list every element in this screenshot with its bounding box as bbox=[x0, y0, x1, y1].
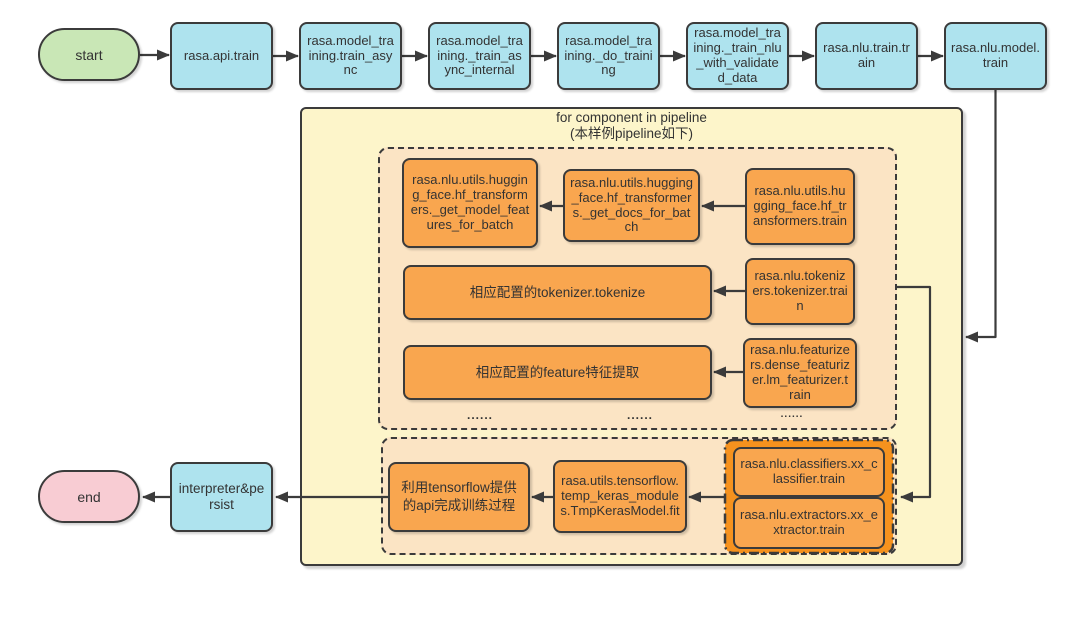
ellipsis-right: ...... bbox=[780, 409, 804, 420]
node-extractor-train: rasa.nlu.extractors.xx_extractor.train bbox=[733, 497, 885, 549]
node-featurizer-train: rasa.nlu.featurizers.dense_featurizer.lm… bbox=[743, 338, 857, 408]
node-tokenizer-action: 相应配置的tokenizer.tokenize bbox=[403, 265, 712, 320]
node-hf-get-docs: rasa.nlu.utils.hugging_face.hf_transform… bbox=[563, 169, 700, 242]
step-train-nlu-with-validated-data: rasa.model_training._train_nlu_with_vali… bbox=[686, 22, 789, 90]
step-train-async-internal: rasa.model_training._train_async_interna… bbox=[428, 22, 531, 90]
node-hf-get-model-features: rasa.nlu.utils.hugging_face.hf_transform… bbox=[402, 158, 538, 248]
step-nlu-model-train: rasa.nlu.model.train bbox=[944, 22, 1047, 90]
node-hf-train: rasa.nlu.utils.hugging_face.hf_transform… bbox=[745, 168, 855, 245]
ellipsis-middle: ...... bbox=[626, 408, 653, 422]
ellipsis-left: ...... bbox=[466, 408, 493, 422]
start-terminal: start bbox=[38, 28, 140, 81]
step-train-async: rasa.model_training.train_async bbox=[299, 22, 402, 90]
end-label: end bbox=[77, 488, 101, 505]
node-interpreter-persist: interpreter&persist bbox=[170, 462, 273, 532]
node-featurizer-action: 相应配置的feature特征提取 bbox=[403, 345, 712, 400]
node-tensorflow-api: 利用tensorflow提供的api完成训练过程 bbox=[388, 462, 530, 532]
edge-model-train-to-loop bbox=[965, 90, 997, 343]
node-classifier-train: rasa.nlu.classifiers.xx_classifier.train bbox=[733, 447, 885, 497]
step-do-training: rasa.model_training._do_training bbox=[557, 22, 660, 90]
node-tmp-keras-fit: rasa.utils.tensorflow.temp_keras_modules… bbox=[553, 460, 687, 533]
step-rasa-api-train: rasa.api.train bbox=[170, 22, 273, 90]
step-nlu-train-train: rasa.nlu.train.train bbox=[815, 22, 918, 90]
for-loop-title: for component in pipeline (本样例pipeline如下… bbox=[300, 110, 963, 141]
end-terminal: end bbox=[38, 470, 140, 523]
start-label: start bbox=[75, 46, 103, 63]
node-tokenizer-train: rasa.nlu.tokenizers.tokenizer.train bbox=[745, 258, 855, 325]
for-loop-title-line2: (本样例pipeline如下) bbox=[569, 125, 694, 141]
for-loop-title-line1: for component in pipeline bbox=[556, 110, 707, 125]
